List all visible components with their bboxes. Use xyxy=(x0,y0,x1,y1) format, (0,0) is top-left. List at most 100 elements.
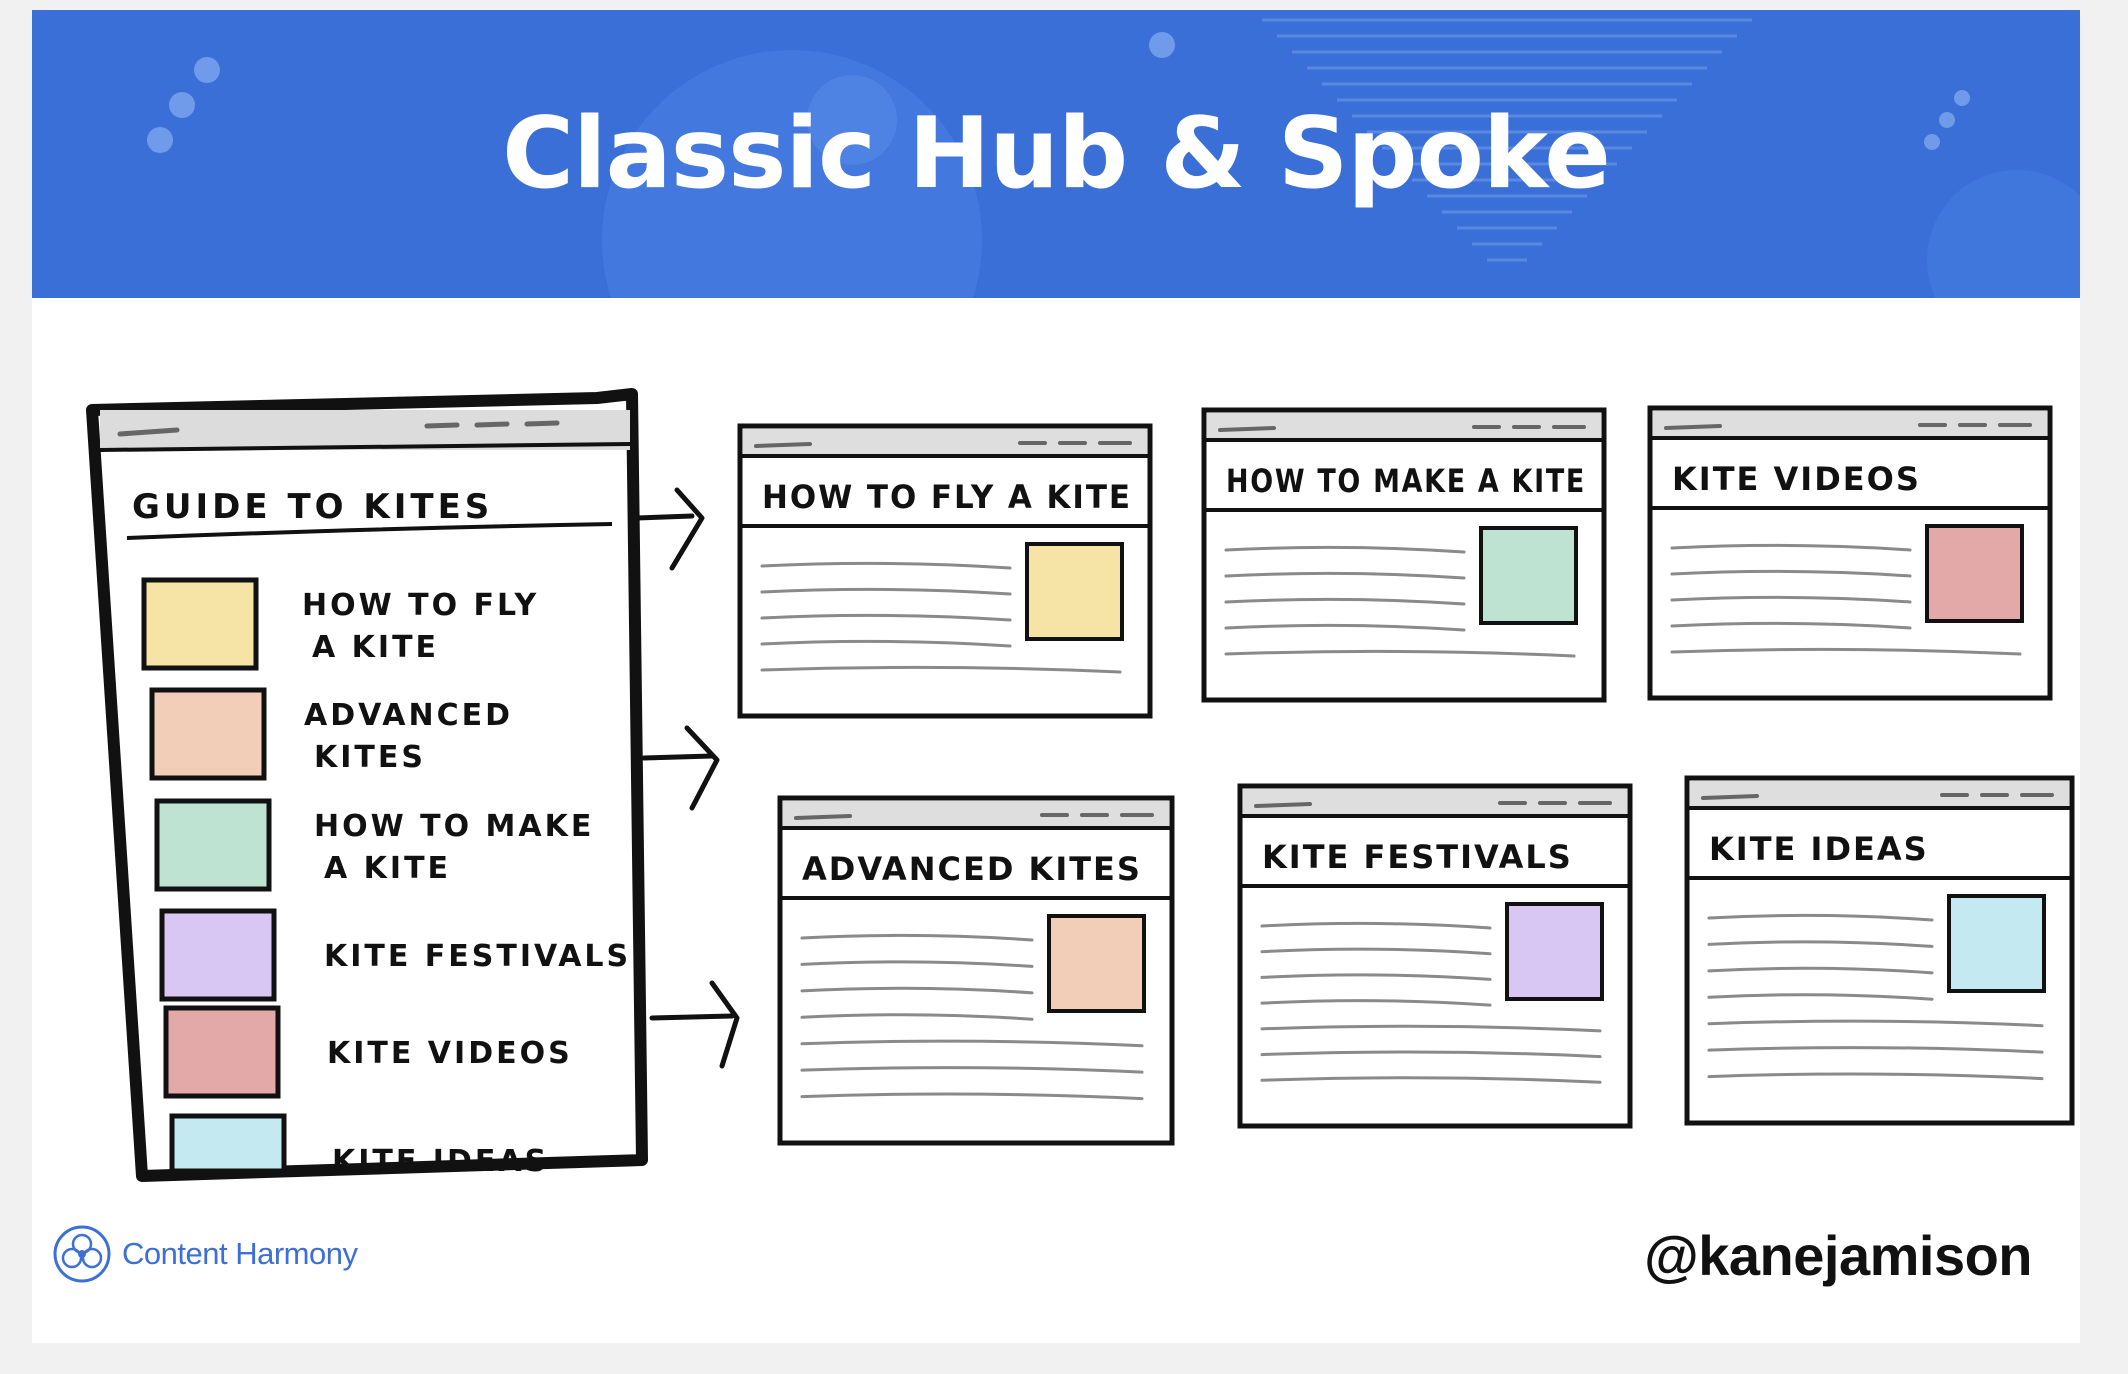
hub-item-swatch xyxy=(159,908,277,1002)
spoke-text-line xyxy=(800,1092,1144,1101)
hub-spoke-diagram: GUIDE TO KITES HOW TO FLY A KITE ADVANCED K… xyxy=(86,388,2075,1182)
hub-item-label: A KITE xyxy=(324,851,451,886)
spoke-text-line xyxy=(1260,1076,1602,1084)
hub-item-label: ADVANCED xyxy=(304,698,513,733)
spoke-text-line xyxy=(1260,973,1492,981)
hub-item-label: KITE VIDEOS xyxy=(327,1036,573,1071)
hub-item-swatch xyxy=(141,577,259,671)
banner-decoration xyxy=(147,18,2080,298)
arrow-2 xyxy=(641,753,715,761)
spoke-image-swatch xyxy=(1947,894,2046,993)
spoke-page: HOW TO MAKE A KITE xyxy=(1201,407,1607,703)
spoke-text-line xyxy=(760,665,1122,674)
brand-name: Content Harmony xyxy=(122,1236,358,1271)
spoke-text-line xyxy=(800,960,1034,968)
hub-item-swatch xyxy=(154,798,272,892)
spoke-text-line xyxy=(1707,940,1934,948)
spoke-text-line xyxy=(1670,621,1912,630)
spoke-text-line xyxy=(800,986,1034,995)
spoke-bar-lines xyxy=(1664,423,2032,430)
spoke-text-line xyxy=(1260,921,1492,930)
spoke-text-line xyxy=(1260,1024,1602,1033)
spoke-browser-bar xyxy=(1690,781,2069,807)
spoke-title: KITE FESTIVALS xyxy=(1262,838,1573,876)
spoke-text-line xyxy=(1670,595,1912,604)
spoke-page: ADVANCED KITES xyxy=(777,795,1175,1146)
spoke-text-line xyxy=(1707,913,1934,922)
spoke-bar-lines xyxy=(1701,793,2054,800)
spoke-text-line xyxy=(800,1013,1034,1021)
flower-logo-icon xyxy=(53,1225,111,1283)
spoke-text-line xyxy=(1224,545,1466,554)
spoke-text-line xyxy=(1670,647,2022,656)
spoke-browser-bar xyxy=(783,801,1169,827)
author-handle: @kanejamison xyxy=(1644,1224,2032,1287)
spoke-bar-lines xyxy=(1254,801,1612,808)
hub-item: KITE FESTIVALS xyxy=(159,908,631,1002)
spoke-text-line xyxy=(1260,999,1492,1007)
spoke-title: KITE IDEAS xyxy=(1709,830,1929,868)
hub-item-label: KITE IDEAS xyxy=(332,1144,549,1179)
spoke-text-line xyxy=(1707,1072,2044,1081)
spoke-arrows xyxy=(634,487,740,1069)
hub-item: KITE VIDEOS xyxy=(163,1005,573,1099)
spoke-image-swatch xyxy=(1479,526,1578,625)
arrow-1 xyxy=(634,513,695,521)
spoke-image-swatch xyxy=(1047,914,1146,1013)
spoke-text-line xyxy=(1224,597,1466,606)
slide: Classic Hub & Spoke GUIDE TO KITES HOW T… xyxy=(32,10,2080,1343)
spoke-text-line xyxy=(1707,993,1934,1001)
spoke-bar-lines xyxy=(754,441,1132,448)
spoke-text-line xyxy=(800,1066,1144,1074)
hub-item: ADVANCED KITES xyxy=(149,687,513,781)
hub-page: GUIDE TO KITES HOW TO FLY A KITE ADVANCED K… xyxy=(86,388,648,1182)
spoke-text-line xyxy=(1707,1019,2044,1028)
hub-item-label: A KITE xyxy=(312,630,439,665)
spoke-image-swatch xyxy=(1025,542,1124,641)
spoke-browser-bar xyxy=(1207,413,1601,439)
spoke-text-line xyxy=(1260,947,1492,956)
hub-item-swatch xyxy=(149,687,267,781)
arrow-3 xyxy=(649,1013,735,1021)
slide-title: Classic Hub & Spoke xyxy=(502,97,1611,211)
hub-item-label: KITE FESTIVALS xyxy=(324,939,631,974)
spoke-title: HOW TO FLY A KITE xyxy=(762,478,1132,516)
spoke-browser-bar xyxy=(1243,789,1627,815)
spoke-bar-lines xyxy=(794,813,1154,820)
spoke-text-line xyxy=(760,587,1012,596)
spoke-image-swatch xyxy=(1925,524,2024,623)
brand-logo: Content Harmony xyxy=(52,1220,358,1288)
spoke-page: KITE FESTIVALS xyxy=(1237,783,1633,1129)
hub-item-swatch xyxy=(169,1113,287,1174)
hub-item-label: HOW TO FLY xyxy=(302,588,539,623)
arrow-3-head xyxy=(709,980,740,1069)
spoke-text-line xyxy=(800,933,1034,942)
hub-item: HOW TO MAKE A KITE xyxy=(154,798,594,892)
spoke-page: KITE IDEAS xyxy=(1684,775,2075,1126)
spoke-text-line xyxy=(1707,1046,2044,1054)
spoke-browser-bar xyxy=(1653,411,2047,437)
spoke-text-line xyxy=(1224,571,1466,580)
hub-item: KITE IDEAS xyxy=(169,1113,549,1179)
spoke-text-line xyxy=(1260,1050,1602,1059)
spoke-text-line xyxy=(1707,966,1934,975)
spoke-title: KITE VIDEOS xyxy=(1672,460,1921,498)
spoke-text-line xyxy=(800,1039,1144,1048)
spoke-title: ADVANCED KITES xyxy=(802,850,1142,888)
title-banner: Classic Hub & Spoke xyxy=(32,10,2080,298)
spoke-text-line xyxy=(760,561,1012,570)
spoke-text-line xyxy=(1670,569,1912,578)
arrow-2-head xyxy=(684,725,720,811)
hub-item-label: KITES xyxy=(314,740,426,775)
spoke-text-line xyxy=(1224,623,1466,632)
spoke-text-line xyxy=(760,639,1012,648)
spoke-pages: HOW TO FLY A KITE HOW TO MAKE A KITE KITE … xyxy=(737,405,2075,1146)
spoke-bar-lines xyxy=(1218,425,1586,432)
spoke-text-line xyxy=(760,613,1012,622)
spoke-page: KITE VIDEOS xyxy=(1647,405,2053,701)
spoke-text-line xyxy=(1670,543,1912,552)
hub-item-swatch xyxy=(163,1005,281,1099)
hub-item-label: HOW TO MAKE xyxy=(314,809,594,844)
spoke-page: HOW TO FLY A KITE xyxy=(737,423,1153,719)
hub-title: GUIDE TO KITES xyxy=(132,487,493,527)
